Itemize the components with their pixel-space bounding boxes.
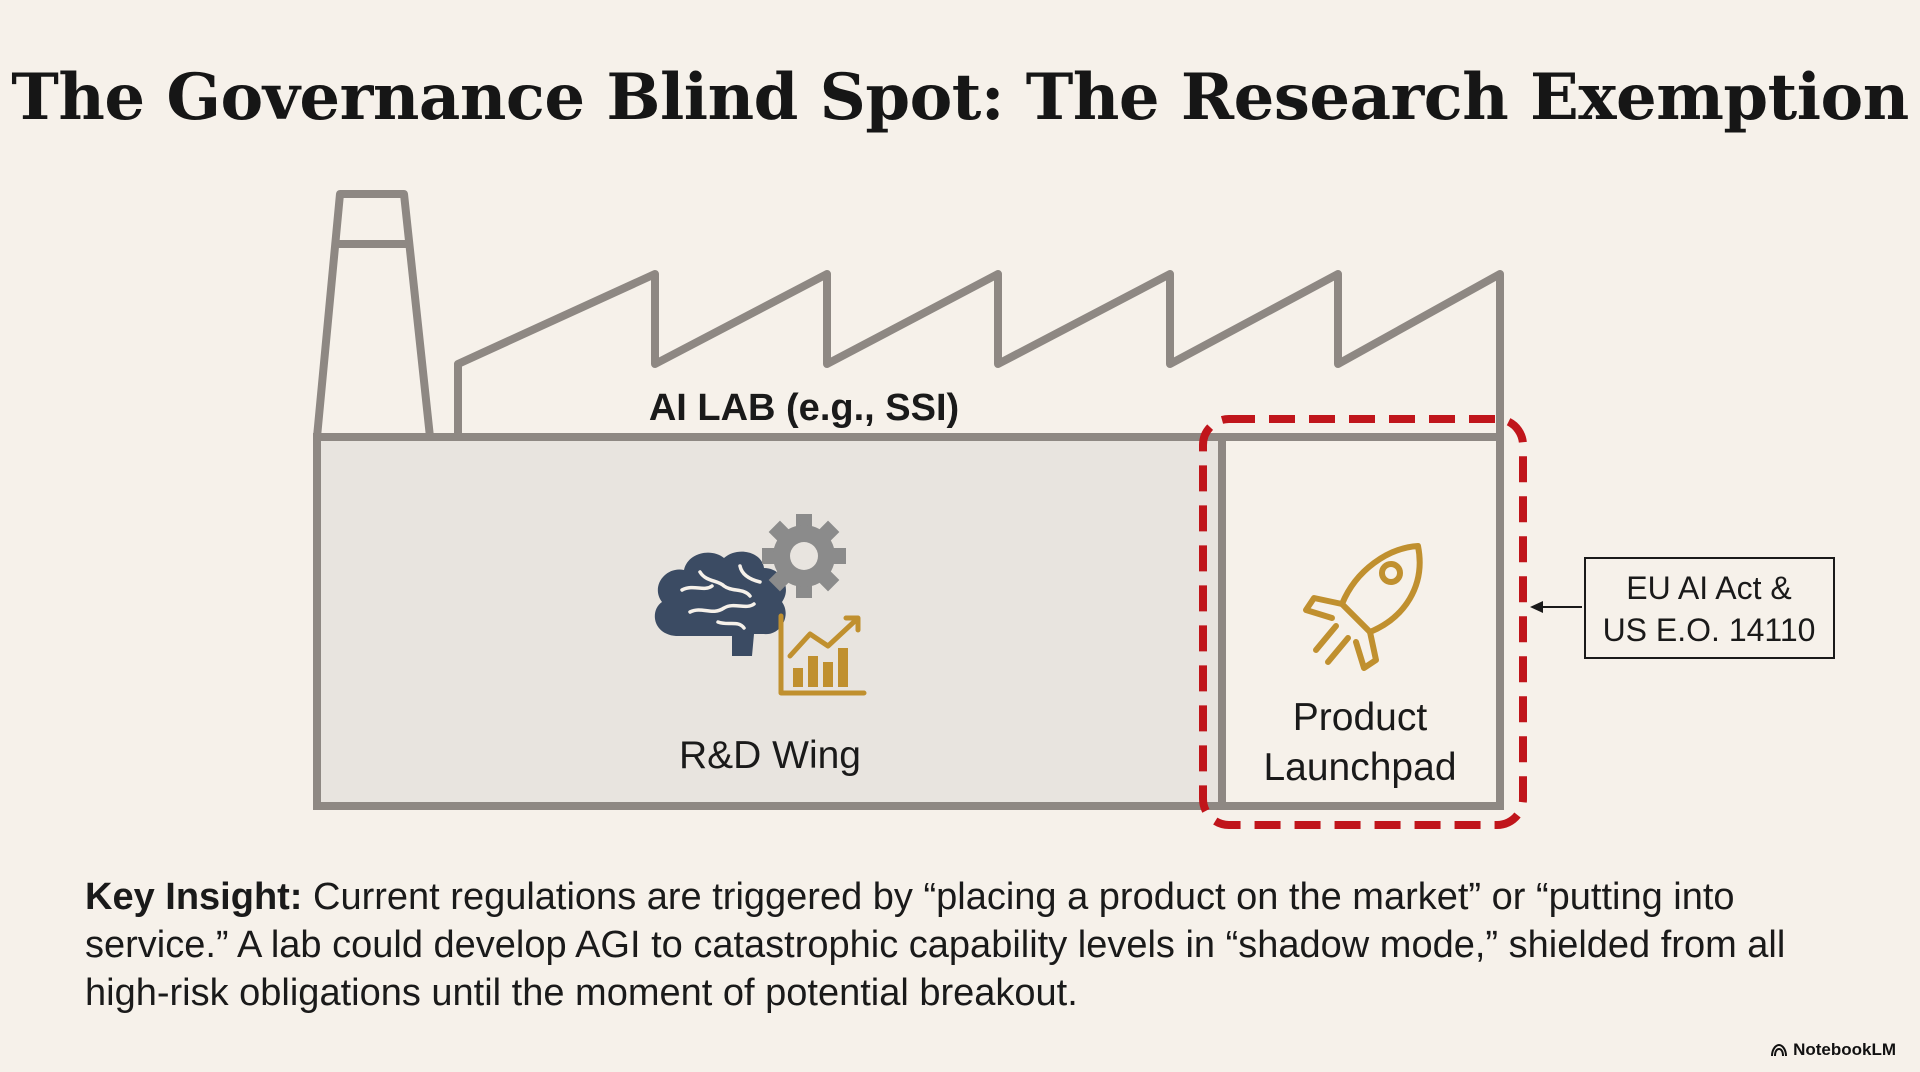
key-insight-lead: Key Insight: bbox=[85, 876, 303, 918]
key-insight-text: Current regulations are triggered by “pl… bbox=[85, 876, 1786, 1014]
regulation-arrow bbox=[1530, 601, 1582, 613]
bar-chart-icon bbox=[778, 613, 867, 696]
rd-wing-label: R&D Wing bbox=[679, 734, 861, 777]
regulation-box bbox=[1584, 557, 1835, 659]
notebooklm-branding: NotebookLM bbox=[1770, 1040, 1896, 1060]
regulation-line2: US E.O. 14110 bbox=[1603, 612, 1816, 648]
launchpad-label-line1: Product bbox=[1293, 696, 1428, 739]
notebooklm-logo-icon bbox=[1771, 1043, 1788, 1057]
launchpad-label-line2: Launchpad bbox=[1263, 746, 1456, 789]
rocket-icon bbox=[1303, 543, 1423, 671]
regulated-zone-highlight bbox=[1199, 415, 1527, 829]
regulation-line1: EU AI Act & bbox=[1626, 570, 1791, 606]
brain-icon bbox=[654, 551, 786, 656]
gear-icon bbox=[762, 514, 846, 598]
chimney bbox=[313, 190, 434, 441]
key-insight: Key Insight: Current regulations are tri… bbox=[85, 873, 1845, 1017]
sawtooth-roof bbox=[454, 270, 1504, 437]
factory-building bbox=[313, 433, 1504, 810]
lab-label: AI LAB (e.g., SSI) bbox=[649, 387, 959, 429]
brand-name: NotebookLM bbox=[1793, 1040, 1896, 1059]
page-title: The Governance Blind Spot: The Research … bbox=[11, 60, 1909, 135]
